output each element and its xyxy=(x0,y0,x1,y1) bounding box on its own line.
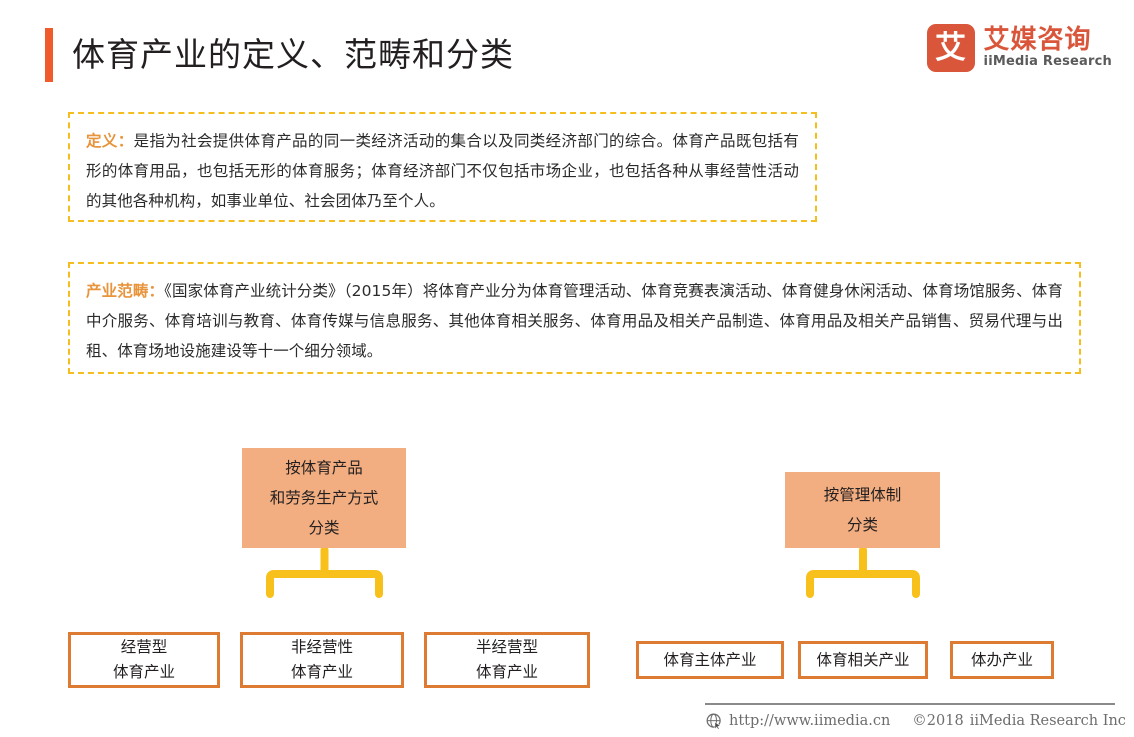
logo-name-en: iiMedia Research xyxy=(983,54,1112,69)
category-line: 按管理体制 xyxy=(823,486,902,504)
logo-name-cn: 艾媒咨询 xyxy=(983,25,1092,55)
leaf-line: 体育主体产业 xyxy=(663,650,757,669)
leaf-box-sports-run-industry: 体办产业 xyxy=(950,641,1054,679)
slide-footer: http://www.iimedia.cn ©2018 iiMedia Rese… xyxy=(0,703,1134,737)
logo-mark-icon: 艾 xyxy=(926,24,975,72)
scope-body: 《国家体育产业统计分类》（2015年）将体育产业分为体育管理活动、体育竞赛表演活… xyxy=(86,282,1063,360)
definition-body: 是指为社会提供体育产品的同一类经济活动的集合以及同类经济部门的综合。体育产品既包… xyxy=(86,132,800,210)
leaf-box-semi-operational-sports-industry: 半经营型 体育产业 xyxy=(424,632,590,688)
scope-label: 产业范畴： xyxy=(86,282,165,300)
footer-copyright: ©2018 xyxy=(912,713,964,729)
scope-box: 产业范畴：《国家体育产业统计分类》（2015年）将体育产业分为体育管理活动、体育… xyxy=(68,262,1081,374)
definition-box: 定义：是指为社会提供体育产品的同一类经济活动的集合以及同类经济部门的综合。体育产… xyxy=(68,112,817,222)
footer-content: http://www.iimedia.cn ©2018 iiMedia Rese… xyxy=(706,711,1126,731)
definition-label: 定义： xyxy=(86,132,134,150)
category-line: 分类 xyxy=(846,516,878,534)
leaf-line: 体育相关产业 xyxy=(816,650,910,669)
category-line: 和劳务生产方式 xyxy=(269,489,379,507)
logo-text-block: 艾媒咨询 iiMedia Research xyxy=(984,26,1112,70)
bracket-connector-left xyxy=(266,548,383,598)
leaf-box-sports-related-industry: 体育相关产业 xyxy=(798,641,928,679)
definition-text: 定义：是指为社会提供体育产品的同一类经济活动的集合以及同类经济部门的综合。体育产… xyxy=(86,126,799,216)
title-accent-bar xyxy=(45,28,53,82)
leaf-box-operational-sports-industry: 经营型 体育产业 xyxy=(68,632,220,688)
bracket-connector-right xyxy=(806,548,920,598)
category-box-by-product: 按体育产品 和劳务生产方式 分类 xyxy=(242,448,406,548)
footer-url[interactable]: http://www.iimedia.cn xyxy=(729,713,891,729)
leaf-box-sports-core-industry: 体育主体产业 xyxy=(636,641,784,679)
classification-diagram: 按体育产品 和劳务生产方式 分类 经营型 体育产业 非经营性 体育产业 半经营型… xyxy=(0,420,1134,700)
leaf-line: 半经营型 xyxy=(475,638,538,656)
footer-company: iiMedia Research Inc xyxy=(969,713,1126,729)
leaf-line: 经营型 xyxy=(120,638,168,656)
leaf-line: 体育产业 xyxy=(290,663,353,681)
category-line: 按体育产品 xyxy=(285,459,363,477)
leaf-line: 体育产业 xyxy=(112,663,175,681)
category-line: 分类 xyxy=(308,519,340,537)
globe-icon xyxy=(706,713,723,730)
leaf-box-non-operational-sports-industry: 非经营性 体育产业 xyxy=(240,632,404,688)
category-box-by-management: 按管理体制 分类 xyxy=(785,472,940,548)
brand-logo: 艾 艾媒咨询 iiMedia Research xyxy=(926,24,1112,72)
slide-header: 体育产业的定义、范畴和分类 艾 艾媒咨询 iiMedia Research xyxy=(0,0,1134,100)
leaf-line: 非经营性 xyxy=(290,638,353,656)
leaf-line: 体育产业 xyxy=(475,663,538,681)
footer-divider xyxy=(705,703,1115,705)
leaf-line: 体办产业 xyxy=(970,650,1033,669)
page-title: 体育产业的定义、范畴和分类 xyxy=(72,35,514,74)
scope-text: 产业范畴：《国家体育产业统计分类》（2015年）将体育产业分为体育管理活动、体育… xyxy=(86,276,1063,366)
